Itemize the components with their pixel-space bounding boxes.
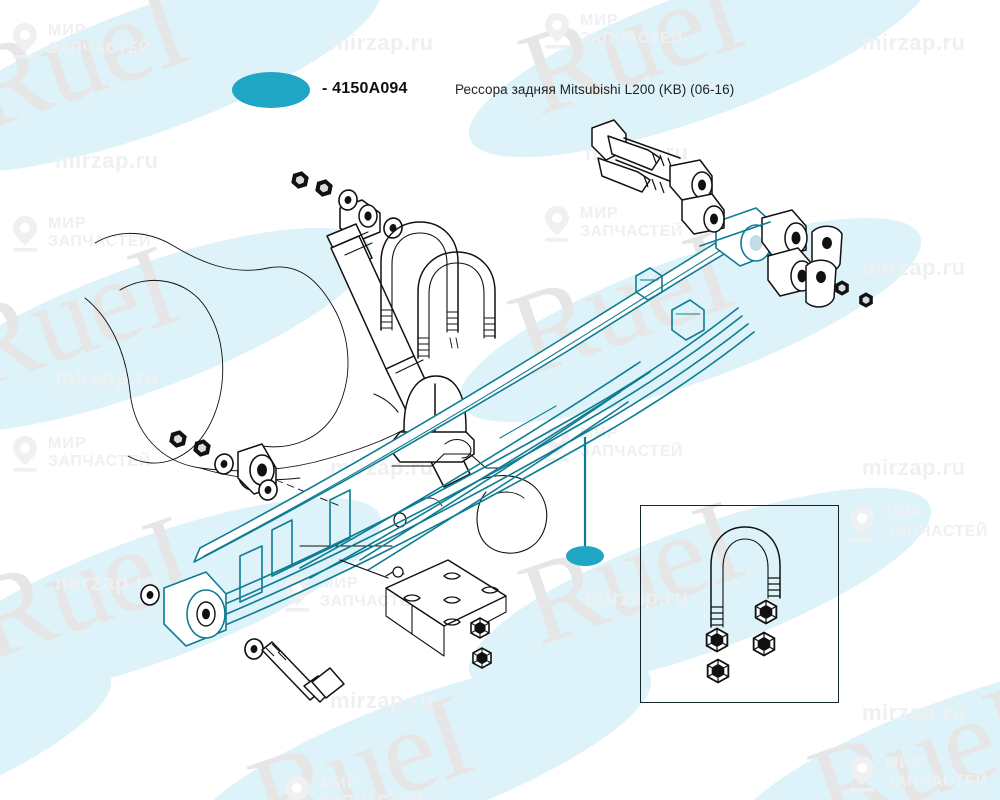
- seat-plate-nuts: [470, 617, 492, 669]
- flange-bolt: [261, 641, 345, 703]
- shackle-plate: [805, 259, 837, 308]
- spring-eye-bushing: [163, 571, 227, 647]
- u-bolt-kit-inset-contents: [705, 526, 781, 684]
- shackle-spacer: [669, 159, 713, 201]
- selection-dot-marker: [232, 72, 310, 108]
- shackle-assembly: [591, 119, 873, 308]
- u-bolt: [417, 251, 496, 359]
- part-code: - 4150A094: [322, 80, 408, 97]
- shackle-spacer: [681, 193, 725, 235]
- part-description: Рессора задняя Mitsubishi L200 (KB) (06-…: [455, 82, 735, 97]
- u-bolt-seat-plate: [339, 559, 507, 657]
- leaf-clip: [671, 299, 705, 341]
- part-highlight-callout: [566, 437, 604, 566]
